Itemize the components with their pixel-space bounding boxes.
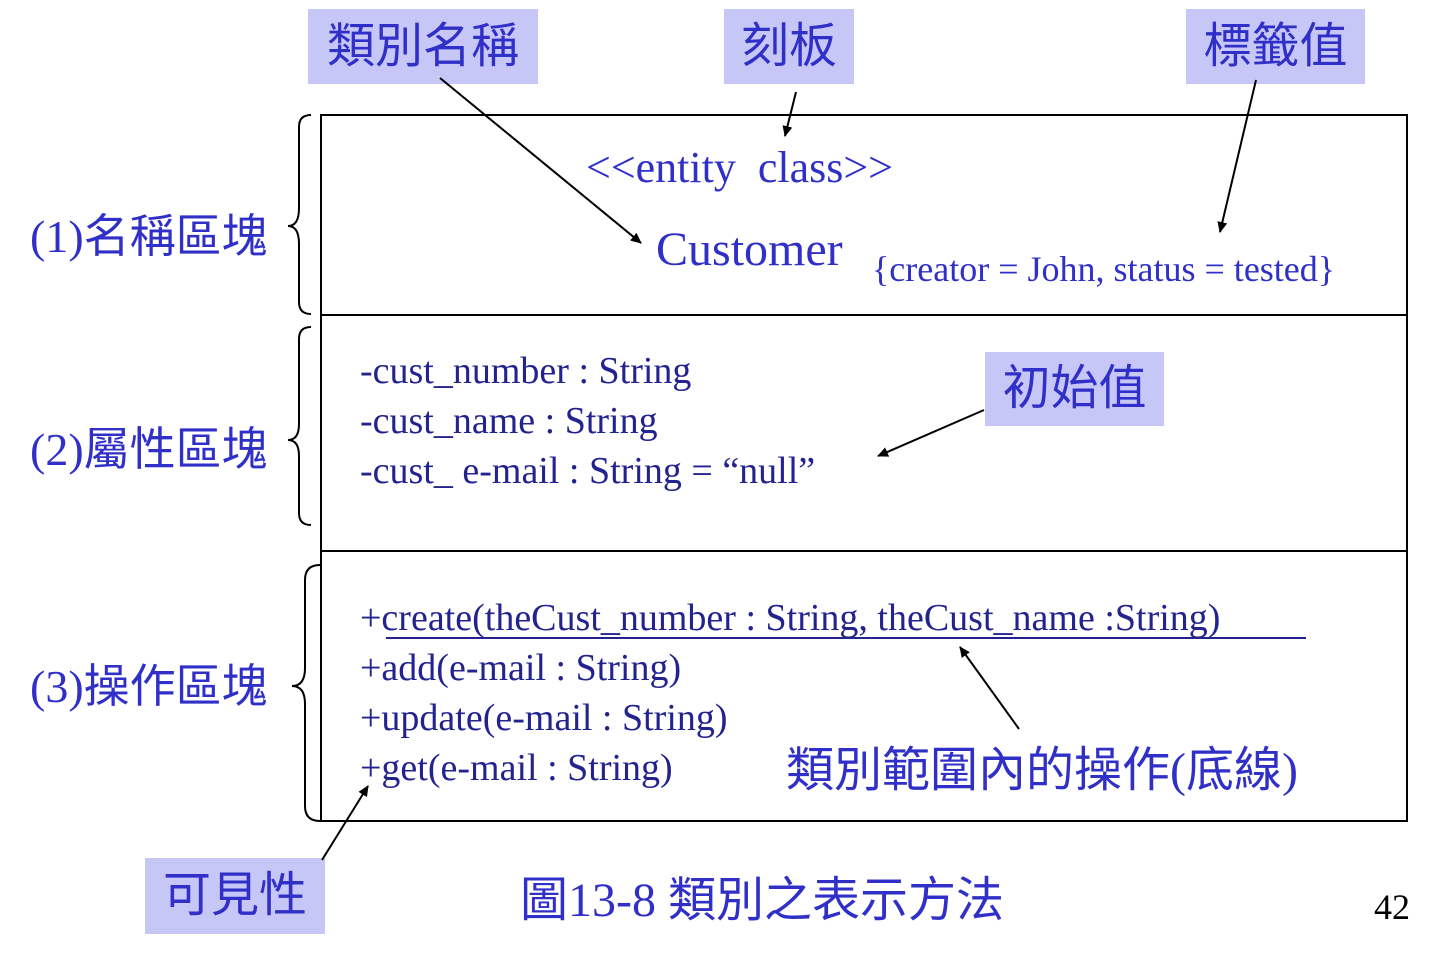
- stereotype-arrow: [782, 91, 797, 137]
- section-label-operations: (3)操作區塊: [30, 661, 268, 712]
- figure-caption: 圖13-8 類別之表示方法: [520, 874, 1004, 927]
- operations-block-brace: [291, 564, 321, 822]
- stereotype-text: <<entity class>>: [586, 143, 893, 192]
- operation-row: +get(e-mail : String): [360, 747, 673, 789]
- class-name-arrow: [439, 77, 642, 244]
- name-block-brace: [287, 114, 312, 315]
- uml-class-box: [320, 114, 1408, 822]
- visibility-arrow: [321, 785, 369, 861]
- class-scope-arrow: [959, 646, 1020, 730]
- attribute-row: -cust_ e-mail : String = “null”: [360, 450, 816, 492]
- operation-row: +add(e-mail : String): [360, 647, 682, 689]
- stereotype-callout: 刻板: [724, 9, 854, 84]
- operation-row: +update(e-mail : String): [360, 697, 728, 739]
- page-number: 42: [1374, 887, 1410, 927]
- initial-value-callout: 初始值: [985, 352, 1164, 426]
- section-label-name: (1)名稱區塊: [30, 211, 268, 262]
- tagged-values-text: {creator = John, status = tested}: [872, 249, 1336, 289]
- visibility-callout-text: 可見性: [162, 869, 307, 922]
- name-attributes-divider: [320, 314, 1408, 316]
- visibility-callout: 可見性: [145, 858, 325, 934]
- stereotype-callout-text: 刻板: [740, 19, 837, 73]
- class-scope-underline: [386, 637, 1306, 639]
- class-name-text: Customer: [656, 223, 843, 276]
- class-name-callout-text: 類別名稱: [326, 19, 519, 73]
- operation-row-class-scope: +create(theCust_number : String, theCust…: [360, 597, 1221, 639]
- attributes-block-brace: [287, 326, 312, 526]
- class-name-callout: 類別名稱: [308, 9, 538, 84]
- class-scope-note: 類別範圍內的操作(底線): [786, 744, 1298, 797]
- attributes-operations-divider: [320, 550, 1408, 552]
- tagged-value-callout: 標籤值: [1186, 9, 1365, 84]
- tagged-value-callout-text: 標籤值: [1203, 19, 1348, 73]
- attribute-row: -cust_name : String: [360, 400, 658, 442]
- attribute-row: -cust_number : String: [360, 350, 692, 392]
- initial-value-callout-text: 初始值: [1002, 362, 1147, 415]
- section-label-attributes: (2)屬性區塊: [30, 424, 268, 475]
- tagged-value-arrow: [1217, 79, 1257, 233]
- initial-value-arrow: [877, 409, 985, 457]
